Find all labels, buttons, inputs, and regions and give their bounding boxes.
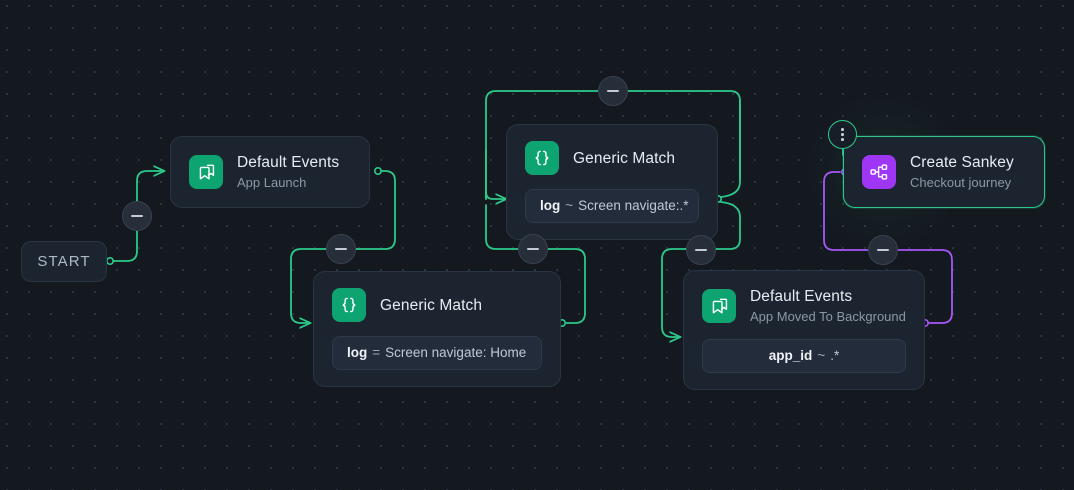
kebab-dot	[841, 128, 844, 131]
kebab-dot	[841, 133, 844, 136]
condition-operator: ~	[817, 348, 826, 363]
condition-operator: =	[372, 345, 381, 360]
braces-icon	[525, 141, 559, 175]
start-node[interactable]: START	[21, 241, 107, 282]
minus-icon	[695, 249, 707, 251]
node-title: Create Sankey	[910, 154, 1014, 171]
node-default-events-app-launch[interactable]: Default Events App Launch	[170, 136, 370, 208]
minus-icon	[607, 90, 619, 92]
node-title: Generic Match	[573, 149, 676, 167]
node-subtitle: App Moved To Background	[750, 309, 906, 324]
minus-icon	[527, 248, 539, 250]
condition-pill[interactable]: log = Screen navigate: Home	[332, 336, 542, 370]
condition-pill[interactable]: log ~ Screen navigate:.*	[525, 189, 699, 223]
node-generic-match-regex[interactable]: Generic Match log ~ Screen navigate:.*	[506, 124, 718, 240]
node-text: Generic Match	[380, 296, 482, 315]
minus-icon	[335, 248, 347, 250]
node-default-events-app-moved-to-background[interactable]: Default Events App Moved To Background a…	[683, 270, 925, 390]
handle-start-branch-collapse[interactable]	[122, 201, 152, 231]
node-header: Generic Match	[332, 288, 542, 322]
condition-value: .*	[830, 348, 840, 363]
bookmark-icon	[189, 155, 223, 189]
node-generic-match-home[interactable]: Generic Match log = Screen navigate: Hom…	[313, 271, 561, 387]
node-header: Default Events App Moved To Background	[702, 287, 906, 325]
node-title: Default Events	[750, 288, 853, 305]
node-title: Generic Match	[380, 296, 483, 314]
start-node-label: START	[37, 253, 91, 270]
node-create-sankey[interactable]: Create Sankey Checkout journey	[843, 136, 1045, 208]
handle-generic-match-bottom-left-collapse[interactable]	[518, 234, 548, 264]
node-text: Create Sankey Checkout journey	[910, 153, 1014, 191]
node-text: Default Events App Moved To Background	[750, 287, 906, 325]
node-header: Default Events App Launch	[189, 153, 351, 191]
handle-sankey-kebab-menu[interactable]	[828, 120, 857, 149]
condition-key: log	[347, 345, 368, 360]
sankey-icon	[862, 155, 896, 189]
node-subtitle: Checkout journey	[910, 175, 1012, 190]
condition-operator: ~	[565, 198, 574, 213]
node-header: Generic Match	[525, 141, 699, 175]
handle-generic-match-bottom-right-collapse[interactable]	[686, 235, 716, 265]
condition-key: log	[540, 198, 561, 213]
handle-background-out-collapse[interactable]	[868, 235, 898, 265]
condition-value: Screen navigate:.*	[578, 198, 689, 213]
minus-icon	[131, 215, 143, 217]
handle-generic-match-top-collapse[interactable]	[598, 76, 628, 106]
condition-pill[interactable]: app_id ~ .*	[702, 339, 906, 373]
handle-app-launch-out-collapse[interactable]	[326, 234, 356, 264]
bookmark-icon	[702, 289, 736, 323]
braces-icon	[332, 288, 366, 322]
node-text: Default Events App Launch	[237, 153, 339, 191]
minus-icon	[877, 249, 889, 251]
kebab-dot	[841, 138, 844, 141]
condition-value: Screen navigate: Home	[385, 345, 527, 360]
node-subtitle: App Launch	[237, 175, 307, 190]
node-header: Create Sankey Checkout journey	[862, 153, 1026, 191]
condition-key: app_id	[768, 348, 813, 363]
node-text: Generic Match	[573, 149, 675, 168]
node-title: Default Events	[237, 154, 340, 171]
